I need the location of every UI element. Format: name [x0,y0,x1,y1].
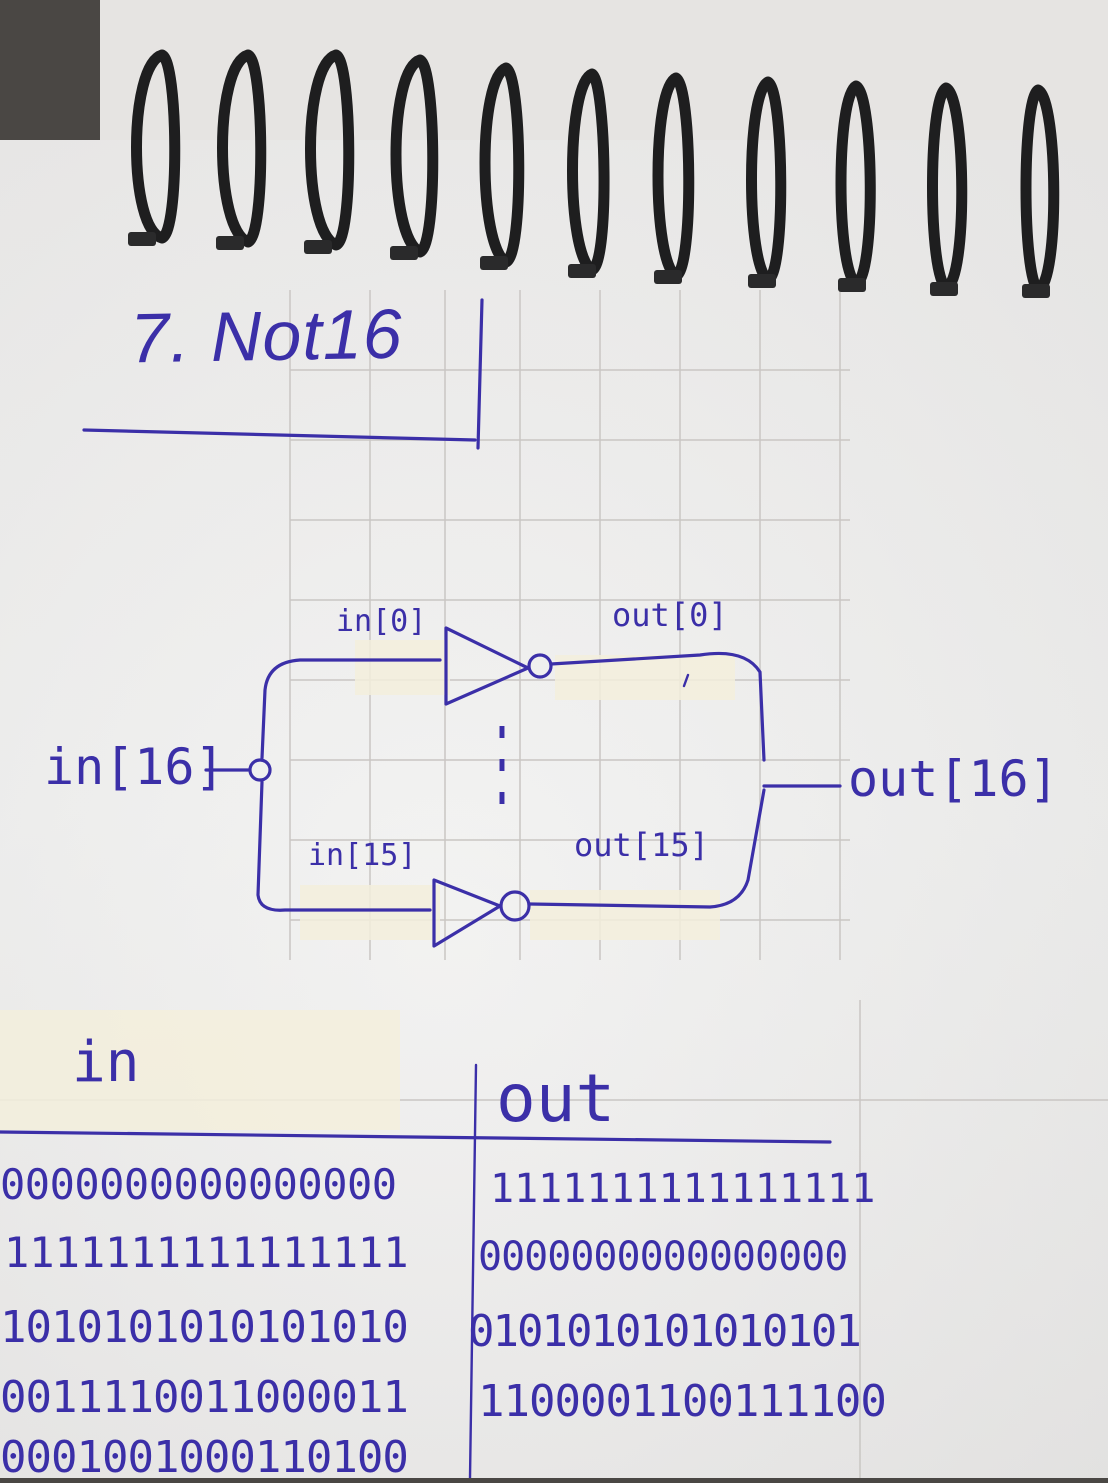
gate-top-input-label: in[0] [336,604,427,639]
input-bus-top [260,658,442,760]
output-bus-label: out[16] [848,750,1059,808]
table-row-3-out: 0101010101010101 [468,1306,862,1357]
wire-bottom-out [528,788,766,909]
circuit [204,626,842,948]
not-gate-bottom [432,878,502,948]
not-gate-bottom-bubble [499,890,531,922]
input-bus-label: in[16] [44,738,225,796]
pencil-grid [0,290,1108,1478]
notebook-page [0,140,1108,1478]
gate-bottom-output-label: out[15] [574,826,709,864]
table-row-1-out: 1111111111111111 [490,1166,876,1212]
gate-bottom-input-label: in[15] [308,838,417,873]
table-row-1-in: 0000000000000000 [0,1160,397,1209]
not-gate-top-bubble [527,653,553,679]
input-junction [248,758,272,782]
spiral-binding [128,49,1060,298]
input-bus-bottom [256,780,432,912]
table-row-2-out: 0000000000000000 [478,1234,848,1280]
wire-tick [682,673,690,688]
table-header-in: in [72,1030,140,1095]
wire-top-out [549,651,766,762]
table-row-4-in: 0011110011000011 [0,1372,409,1423]
table-row-5-in: 0001001000110100 [0,1432,409,1483]
not-gate-top [444,626,530,706]
tape-strips [0,640,735,1130]
gate-ellipsis: ⋮ [478,707,526,819]
table-row-2-in: 1111111111111111 [4,1228,409,1277]
table-row-3-in: 1010101010101010 [0,1302,409,1353]
title-box [82,298,484,450]
gate-top-output-label: out[0] [612,596,728,634]
truth-table-lines [0,1063,832,1478]
table-row-4-out: 1100001100111100 [478,1376,887,1427]
page-title: 7. Not16 [129,294,404,378]
table-header-out: out [496,1060,616,1137]
